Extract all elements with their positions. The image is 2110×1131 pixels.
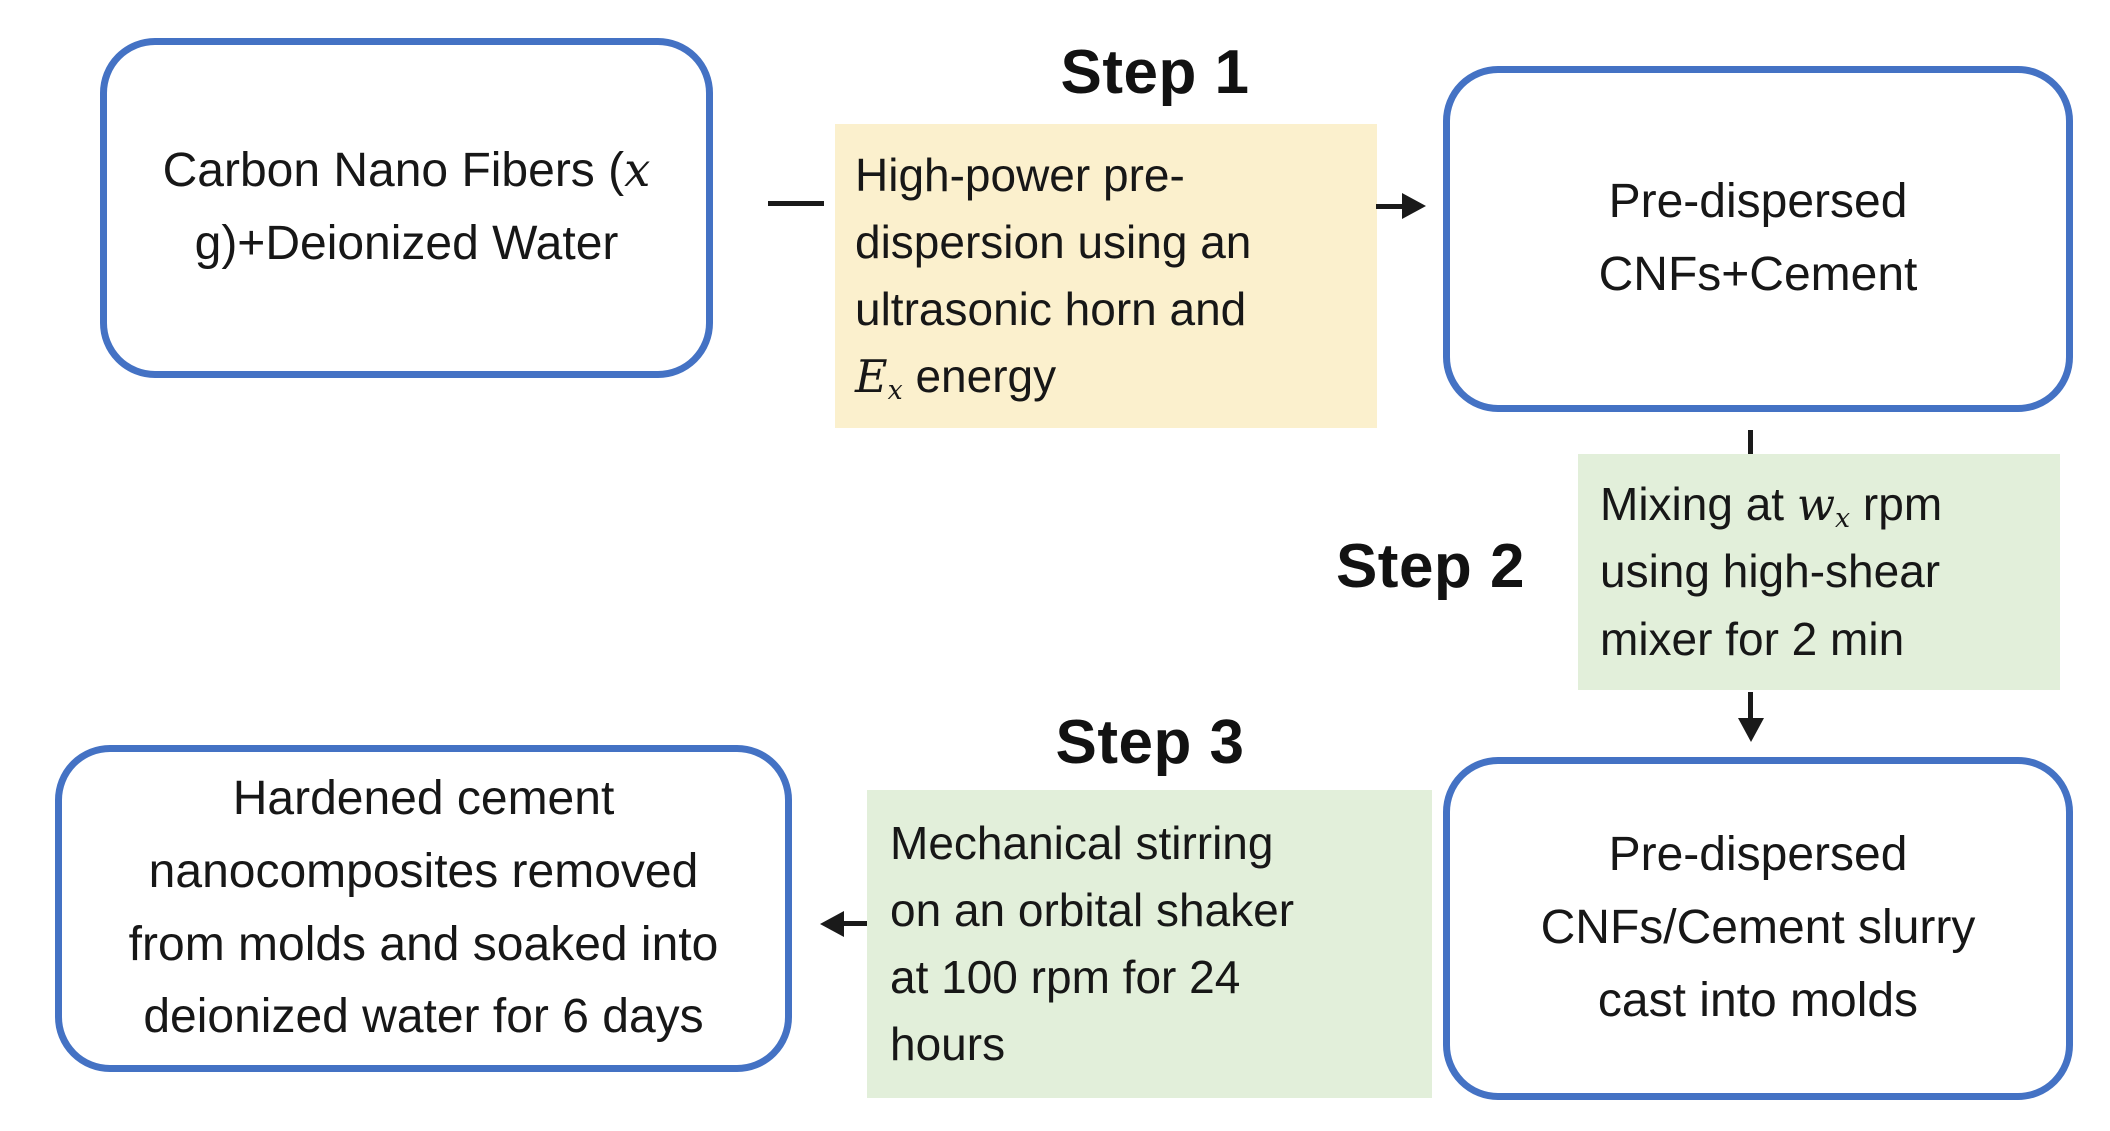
node-predispersed-cnfs-cement: Pre-dispersed CNFs+Cement — [1443, 66, 2073, 412]
step3-process-box: Mechanical stirring on an orbital shaker… — [867, 790, 1432, 1098]
math-sub-x: x — [1835, 503, 1851, 535]
node-slurry-line1: Pre-dispersed — [1608, 828, 1908, 882]
math-sub-x: x — [887, 375, 903, 407]
node-hardened-nanocomposites: Hardened cement nanocomposites removed f… — [55, 745, 792, 1072]
step3-label: Step 3 — [1055, 708, 1245, 777]
node-slurry-line2: CNFs/Cement slurry — [1540, 901, 1976, 955]
step3-line4: hours — [890, 1018, 1006, 1071]
step2-label: Step 2 — [1335, 532, 1525, 601]
math-var-x: x — [624, 143, 651, 198]
step3-line1: Mechanical stirring — [890, 816, 1274, 869]
step2-process-box: Mixing at wx rpm using high-shear mixer … — [1578, 454, 2060, 690]
step1-process-box: High-power pre- dispersion using an ultr… — [835, 124, 1377, 428]
node-cnf-water-line1-text: Carbon Nano Fibers ( — [162, 144, 625, 198]
node-cnf-water-line1: Carbon Nano Fibers (x — [163, 135, 651, 208]
step1-line4: Ex energy — [855, 343, 1369, 410]
node-slurry-cast-molds: Pre-dispersed CNFs/Cement slurry cast in… — [1443, 757, 2073, 1100]
node-slurry-line3: cast into molds — [1597, 973, 1919, 1027]
step1-line1: High-power pre- — [855, 148, 1185, 201]
node-predispersed-line1: Pre-dispersed — [1608, 175, 1908, 229]
node-cnf-water: Carbon Nano Fibers (x g)+Deionized Water — [100, 38, 713, 378]
node-cnf-water-line2: g)+Deionized Water — [194, 217, 619, 270]
node-hardened-line1: Hardened cement — [232, 771, 615, 825]
step2-line1: Mixing at wx rpm — [1600, 471, 2052, 538]
step2-line2: using high-shear — [1600, 545, 1941, 598]
step1-line4-rest: energy — [902, 350, 1057, 403]
connector-predispersed-to-step2 — [1748, 430, 1753, 454]
step1-line3: ultrasonic horn and — [855, 283, 1247, 335]
node-hardened-line2: nanocomposites removed — [148, 844, 699, 898]
math-var-w: w — [1796, 479, 1836, 532]
step2-line1-post: rpm — [1850, 478, 1943, 531]
arrow-step2-to-slurry-shaft — [1748, 692, 1753, 720]
node-predispersed-line2: CNFs+Cement — [1598, 248, 1918, 301]
step1-line2: dispersion using an — [855, 215, 1252, 268]
step1-label: Step 1 — [1060, 38, 1250, 107]
connector-cnf-to-step1 — [768, 201, 824, 206]
node-hardened-line4: deionized water for 6 days — [143, 990, 704, 1044]
math-var-E: E — [855, 351, 888, 404]
node-hardened-line3: from molds and soaked into — [128, 917, 719, 971]
arrow-step1-to-predispersed-head — [1402, 193, 1426, 219]
step3-line3: at 100 rpm for 24 — [890, 951, 1241, 1003]
step2-line3: mixer for 2 min — [1600, 612, 1905, 665]
step2-line1-pre: Mixing at — [1600, 478, 1797, 531]
arrow-step3-to-hardened-shaft — [840, 921, 867, 926]
step3-line2: on an orbital shaker — [890, 883, 1295, 936]
arrow-step2-to-slurry-head — [1738, 718, 1764, 742]
arrow-step1-to-predispersed-shaft — [1376, 204, 1406, 209]
